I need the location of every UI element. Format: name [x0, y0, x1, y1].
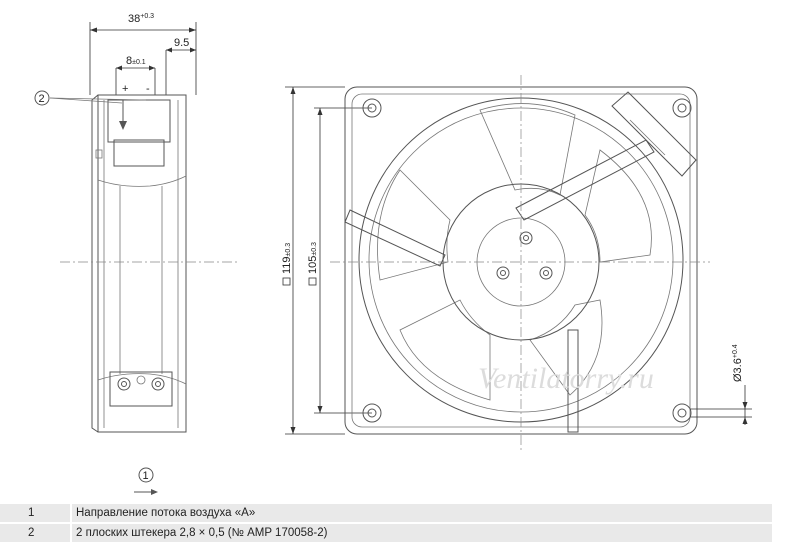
dim-hole-spacing-label: 105±0.3 — [307, 242, 319, 274]
side-view: 38+0.3 9.5 8±0.1 + - — [34, 13, 240, 495]
legend-row: 2 2 плоских штекера 2,8 × 0,5 (№ AMP 170… — [0, 524, 800, 542]
callout-2-label: 2 — [39, 93, 45, 105]
mounting-hole-br — [672, 403, 692, 423]
legend-row-num: 2 — [0, 524, 70, 542]
dim-depth-label: 38+0.3 — [128, 13, 154, 25]
legend-row-num: 1 — [0, 504, 70, 522]
fan-technical-drawing: 38+0.3 9.5 8±0.1 + - — [34, 13, 752, 495]
terminal-plus: + — [122, 83, 128, 95]
legend-table: 1 Направление потока воздуха «A» 2 2 пло… — [0, 504, 800, 544]
legend-row-text: Направление потока воздуха «A» — [72, 504, 772, 522]
mounting-hole-tr — [672, 98, 692, 118]
callout-1-label: 1 — [143, 470, 149, 482]
legend-row-text: 2 плоских штекера 2,8 × 0,5 (№ AMP 17005… — [72, 524, 772, 542]
dim-terminal-label: 8±0.1 — [126, 55, 146, 67]
callout-1-bubble — [138, 467, 154, 483]
legend-row: 1 Направление потока воздуха «A» — [0, 504, 800, 522]
callout-2-bubble — [34, 90, 50, 106]
front-view: 119±0.3 105±0.3 — [281, 75, 752, 450]
mounting-hole-tl — [362, 98, 382, 118]
terminal-minus: - — [146, 83, 150, 95]
watermark: Ventilatorry.ru — [478, 362, 654, 395]
mounting-hole-bl — [362, 403, 382, 423]
dim-hole-dia-label: Ø3.6+0.4 — [732, 344, 744, 382]
dim-offset-label: 9.5 — [174, 37, 189, 49]
dim-outer-label: 119±0.3 — [281, 243, 293, 274]
